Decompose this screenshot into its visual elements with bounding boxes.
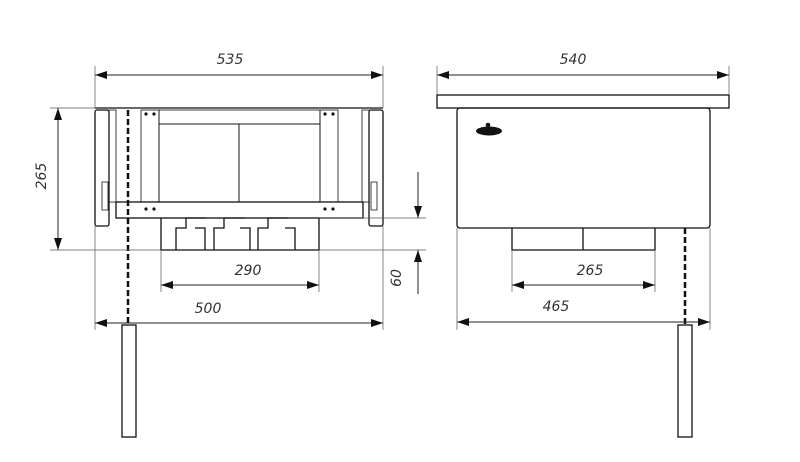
bolt-holes bbox=[144, 112, 335, 211]
top-beam bbox=[158, 109, 321, 125]
right-rail bbox=[361, 109, 370, 203]
side-body bbox=[456, 107, 711, 229]
brand-logo bbox=[476, 122, 502, 136]
dim-label-465: 465 bbox=[543, 299, 570, 315]
dim-label-500: 500 bbox=[195, 301, 222, 317]
dim-label-290: 290 bbox=[235, 263, 262, 279]
side-feet bbox=[511, 228, 656, 251]
right-bracket bbox=[319, 109, 339, 203]
side-latches bbox=[101, 181, 378, 211]
left-bracket bbox=[140, 109, 160, 203]
front-dimensions: 535 265 60 290 500 bbox=[34, 52, 426, 330]
left-rail bbox=[108, 109, 117, 203]
dim-label-265-height: 265 bbox=[34, 163, 50, 190]
dim-label-535: 535 bbox=[217, 52, 244, 68]
left-compartment bbox=[158, 123, 240, 203]
side-view bbox=[436, 94, 730, 438]
right-compartment bbox=[238, 123, 321, 203]
top-plate-side bbox=[436, 94, 730, 109]
front-view bbox=[94, 107, 384, 438]
side-counterweight bbox=[677, 324, 693, 438]
feet bbox=[160, 217, 320, 251]
dim-label-265-feet: 265 bbox=[577, 263, 604, 279]
dim-label-540: 540 bbox=[560, 52, 587, 68]
side-dimensions: 540 265 465 bbox=[436, 52, 730, 330]
counterweight bbox=[121, 324, 137, 438]
dim-label-60: 60 bbox=[389, 269, 405, 287]
